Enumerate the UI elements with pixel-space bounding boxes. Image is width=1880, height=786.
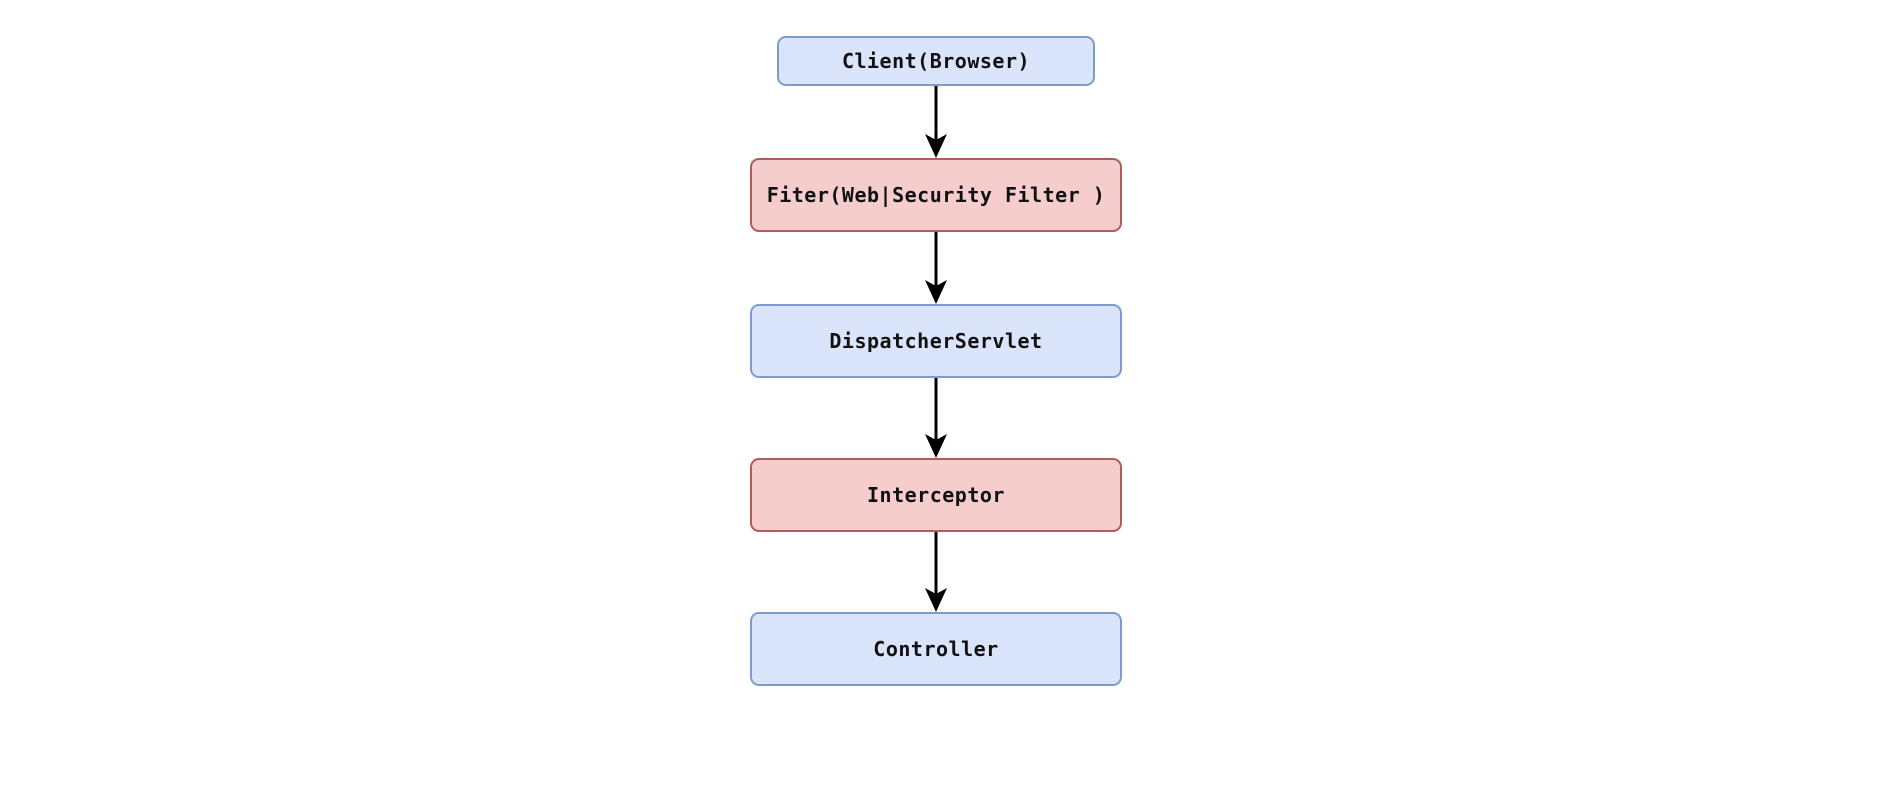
flow-node-filter[interactable]: Fiter(Web|Security Filter ) [750, 158, 1122, 232]
flow-edge-filter-to-dispatcher-servlet [750, 232, 1122, 304]
arrow-down-icon [925, 378, 947, 458]
arrow-down-icon [925, 232, 947, 304]
arrow-down-icon [925, 532, 947, 612]
flow-node-dispatcher-servlet[interactable]: DispatcherServlet [750, 304, 1122, 378]
flow-edge-client-to-filter [750, 86, 1122, 158]
flow-node-controller[interactable]: Controller [750, 612, 1122, 686]
flow-node-label: Interceptor [867, 483, 1005, 507]
flow-node-client[interactable]: Client(Browser) [777, 36, 1095, 86]
flow-node-label: Fiter(Web|Security Filter ) [766, 183, 1106, 207]
flow-edge-dispatcher-servlet-to-interceptor [750, 378, 1122, 458]
flow-node-label: Controller [873, 637, 999, 661]
flow-node-interceptor[interactable]: Interceptor [750, 458, 1122, 532]
arrow-down-icon [925, 86, 947, 158]
flow-edge-interceptor-to-controller [750, 532, 1122, 612]
flow-node-label: Client(Browser) [841, 49, 1031, 73]
flow-node-label: DispatcherServlet [829, 329, 1043, 353]
flowchart-node-column: Client(Browser) Fiter(Web|Security Filte… [750, 36, 1122, 686]
